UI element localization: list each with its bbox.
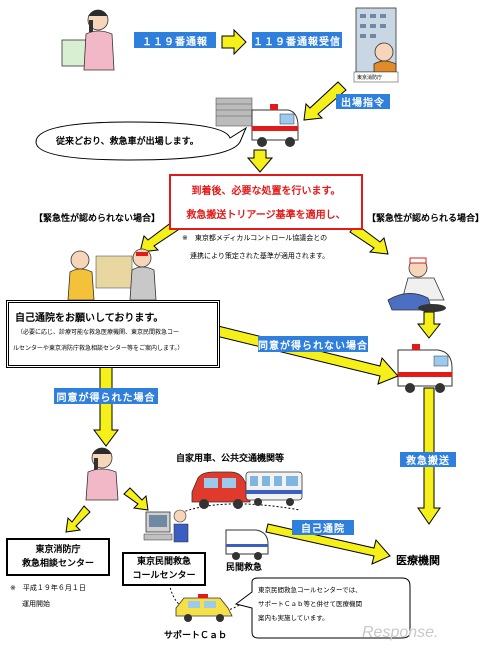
fire-department-label: 東京消防庁 (357, 75, 383, 81)
consent-not-obtained-label: 同意が得られない場合 (258, 336, 368, 352)
self-visit-note-1: （必要に応じ、診療可能な救急医療機関、東京民間救急コー (17, 329, 180, 336)
private-center-line-2: コールセンター (132, 571, 196, 581)
response-watermark: Response. (362, 624, 439, 641)
computer-icon (143, 509, 189, 543)
taxi-icon (175, 594, 233, 622)
caller-person-icon (85, 447, 119, 501)
cab-callout (234, 577, 411, 639)
car-icon (191, 471, 251, 509)
private-center-box: 東京民間救急 コールセンター (122, 552, 206, 586)
onsite-treatment-text: 到着後、必要な処置を行います。 (191, 186, 341, 197)
self-visit-box: 自己通院をお願いしております。 （必要に応じ、診療可能な救急医療機関、東京民間救… (6, 300, 220, 368)
support-cab-label: サポートＣａｂ (164, 631, 228, 641)
arrow-to-private-center (123, 487, 149, 511)
dashed-connector-top (177, 503, 301, 515)
call-119-label: １１９番通報 (134, 32, 216, 48)
arrow-consent-obtained-down (93, 363, 119, 447)
fire-department-building-icon (353, 7, 399, 83)
ambulance-icon (225, 529, 269, 560)
patient-icon (387, 257, 446, 312)
arrow-call-to-received (221, 28, 247, 56)
not-urgent-label: 【緊急性が認められない場合】 (34, 214, 161, 224)
caller-person-icon (61, 9, 115, 71)
cab-note-3: 案内も実施しています。 (258, 614, 329, 622)
private-car-transit-label: 自家用車、公共交通機関等 (176, 454, 285, 464)
dispatch-order-label: 出場指令 (336, 94, 390, 109)
consent-obtained-label: 同意が得られた場合 (54, 388, 158, 404)
arrow-to-onsite (246, 149, 274, 173)
cab-note-1: 東京民間救急コールセンターでは、 (258, 586, 362, 594)
consult-center-line-2: 救急相談センター (21, 559, 94, 569)
cab-note-2: サポートＣａｂ等と併せて医療機関 (258, 600, 362, 608)
private-center-line-1: 東京民間救急 (136, 557, 191, 567)
speech-bubble (35, 121, 248, 161)
urgent-label: 【緊急性が認められる場合】 (367, 214, 481, 224)
emergency-transport-label: 救急搬送 (400, 452, 456, 467)
consult-note-1: ※ 平成１９年６月１日 (10, 584, 86, 592)
ambulance-dispatched-text: 従来どおり、救急車が出場します。 (56, 137, 199, 147)
private-ambulance-label: 民間救急 (226, 563, 263, 573)
hospital-label: 医療機関 (396, 554, 440, 567)
protocol-note-1: ※ 東京都メディカルコントロール協議会との (182, 234, 328, 242)
protocol-note-2: 連携により策定された基準が適用されます。 (190, 252, 330, 260)
arrow-to-urgent (349, 223, 389, 255)
consult-center-box: 東京消防庁 救急相談センター (6, 538, 110, 576)
call-119-received-label: １１９番通報受信 (252, 32, 342, 48)
arrow-consent-not-obtained (215, 325, 399, 385)
self-visit-route-label: 自己通院 (292, 520, 354, 535)
consult-center-line-1: 東京消防庁 (35, 545, 81, 555)
arrow-to-not-urgent (139, 221, 179, 253)
self-visit-title: 自己通院をお願いしております。 (15, 313, 164, 324)
consult-note-2: 運用開始 (22, 600, 50, 608)
self-visit-note-2: ルセンターや東京消防庁救急相談センター等をご案内します。） (13, 345, 184, 352)
arrow-urgent-down (416, 311, 442, 339)
arrow-to-consult-center (65, 505, 91, 533)
walking-patients-icon (67, 248, 157, 301)
ambulance-icon (397, 344, 453, 393)
ambulance-icon (215, 97, 299, 147)
triage-applied-text: 救急搬送トリアージ基準を適用し、 (186, 210, 346, 221)
bus-icon (245, 471, 303, 506)
onsite-treatment-box: 到着後、必要な処置を行います。 救急搬送トリアージ基準を適用し、 (169, 174, 363, 230)
